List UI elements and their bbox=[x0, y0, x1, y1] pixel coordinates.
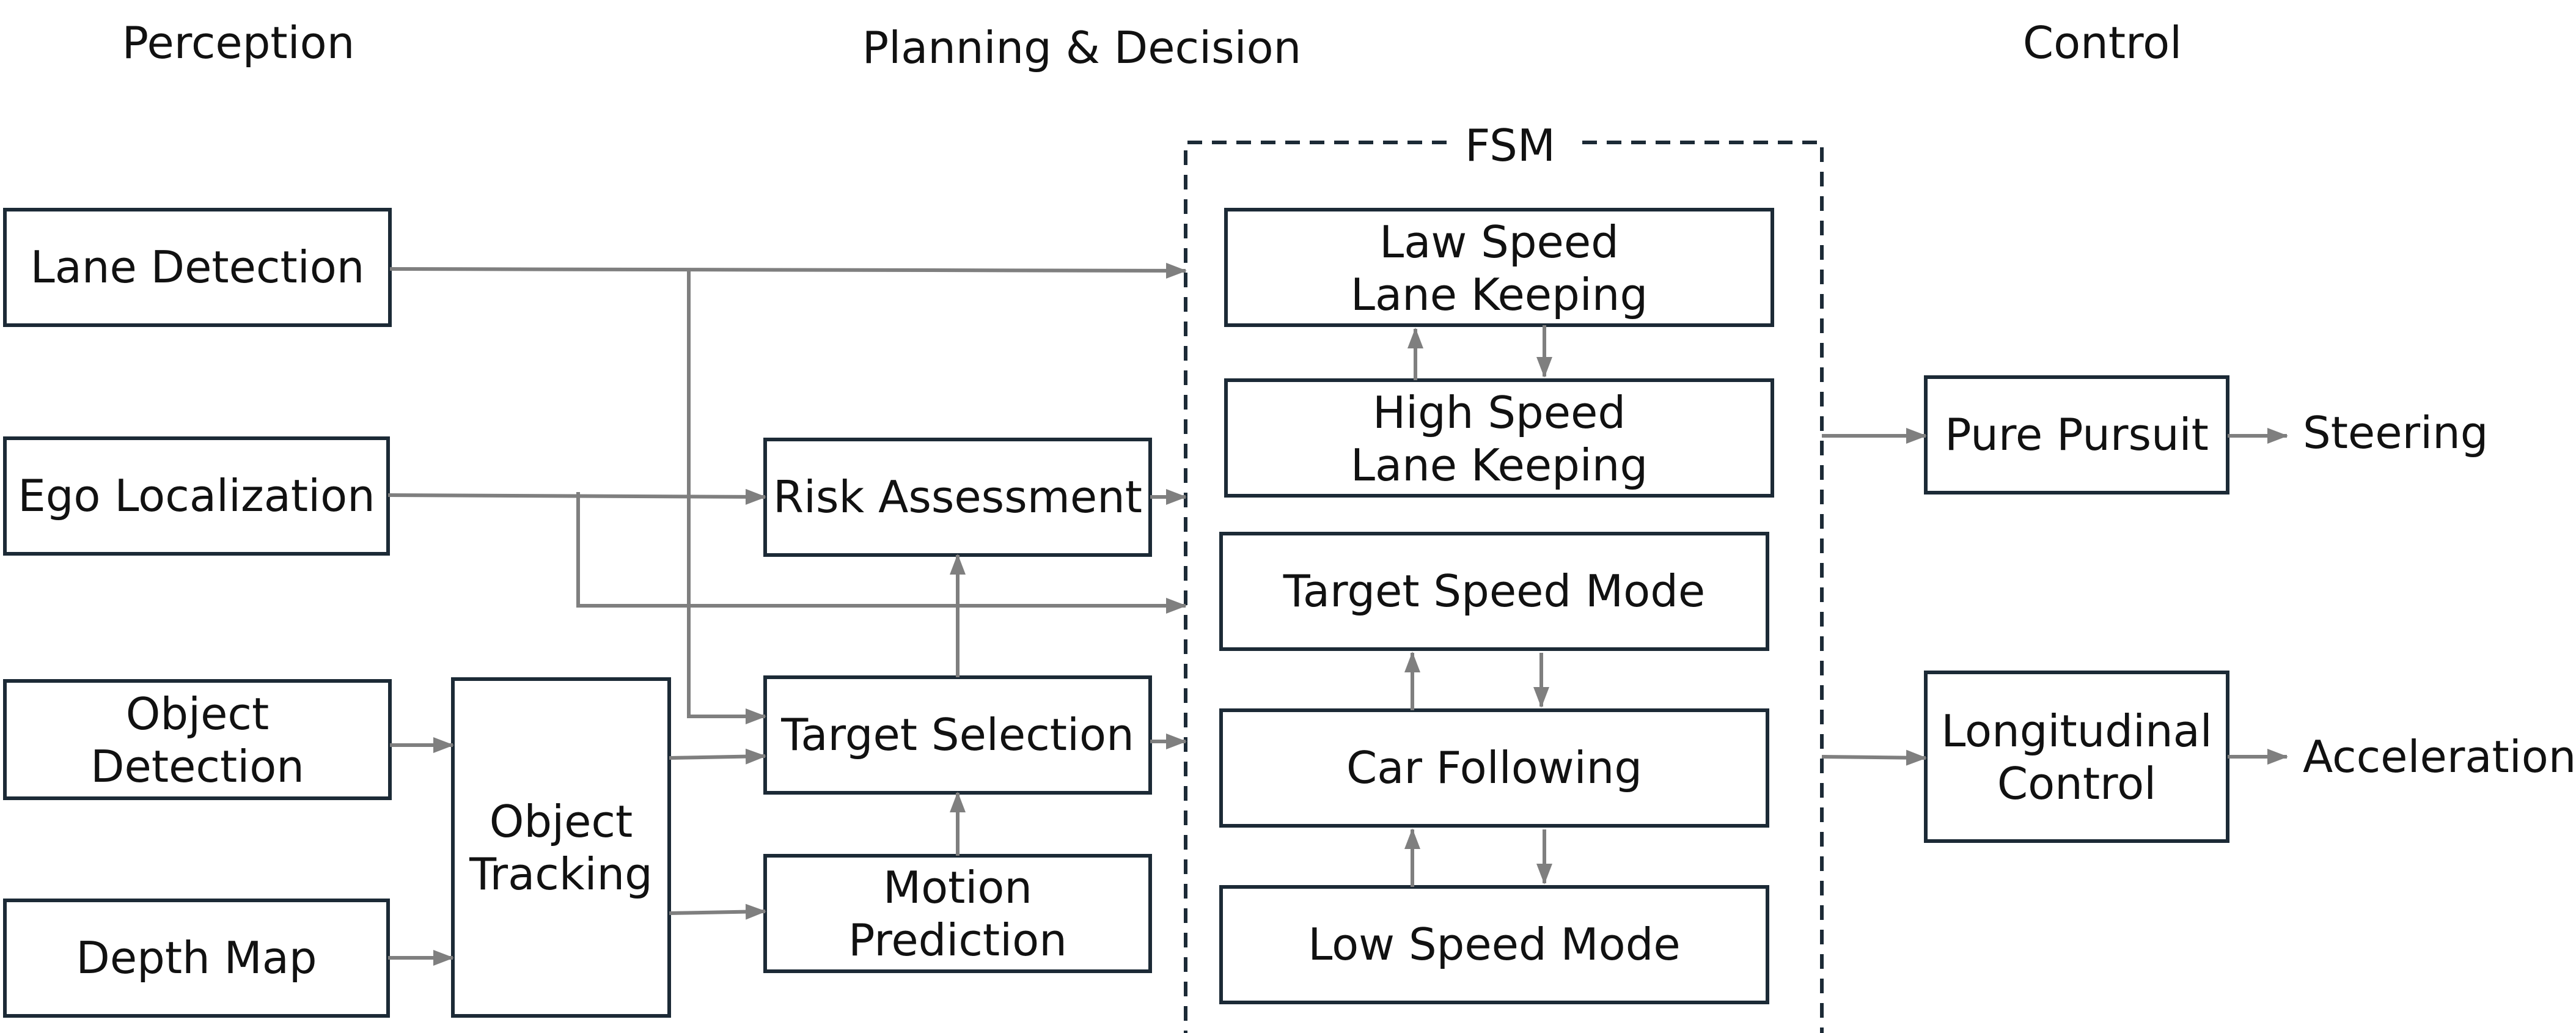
law-speed-lane-keeping-box bbox=[1224, 208, 1774, 327]
pure-pursuit-box bbox=[1924, 375, 2229, 494]
acceleration-output: Acceleration bbox=[2303, 731, 2576, 782]
ego-localization-box bbox=[3, 436, 390, 556]
law-speed-label-1: Law Speed bbox=[1379, 216, 1619, 268]
arrow-fsm-to-longitudinal bbox=[1821, 749, 1927, 766]
longitudinal-control-label-2: Control bbox=[1997, 758, 2157, 809]
lane-detection-box bbox=[3, 208, 392, 327]
longitudinal-control-label-1: Longitudinal bbox=[1941, 705, 2212, 757]
header-perception: Perception bbox=[122, 17, 355, 68]
object-tracking-box bbox=[451, 677, 671, 1018]
object-detection-box bbox=[3, 679, 392, 800]
header-control: Control bbox=[2022, 17, 2182, 68]
pure-pursuit-label: Pure Pursuit bbox=[1945, 409, 2209, 460]
car-following-label: Car Following bbox=[1346, 742, 1643, 793]
arrow-lane-to-target-selection bbox=[687, 269, 766, 724]
high-speed-label-1: High Speed bbox=[1372, 387, 1626, 438]
high-speed-label-2: Lane Keeping bbox=[1350, 439, 1648, 491]
target-selection-label: Target Selection bbox=[781, 709, 1134, 760]
object-tracking-label-2: Tracking bbox=[469, 848, 653, 900]
depth-map-label: Depth Map bbox=[76, 932, 317, 983]
fsm-label: FSM bbox=[1465, 120, 1555, 171]
law-speed-label-2: Lane Keeping bbox=[1350, 269, 1648, 320]
arrow-lane-to-fsm bbox=[389, 262, 1187, 279]
object-tracking-label-1: Object bbox=[489, 796, 633, 847]
ego-localization-label: Ego Localization bbox=[18, 470, 375, 521]
motion-prediction-label-1: Motion bbox=[883, 862, 1033, 913]
car-following-box bbox=[1219, 708, 1769, 828]
high-speed-lane-keeping-box bbox=[1224, 378, 1774, 498]
steering-output: Steering bbox=[2303, 407, 2489, 458]
arrow-tracking-to-target bbox=[669, 748, 766, 765]
motion-prediction-label-2: Prediction bbox=[848, 914, 1067, 966]
risk-assessment-label: Risk Assessment bbox=[772, 471, 1143, 523]
arrow-ego-to-fsm bbox=[576, 492, 1187, 614]
header-planning: Planning & Decision bbox=[862, 22, 1302, 73]
low-speed-mode-label: Low Speed Mode bbox=[1308, 919, 1681, 970]
lane-detection-label: Lane Detection bbox=[30, 241, 365, 293]
object-detection-label-2: Detection bbox=[90, 741, 304, 792]
low-speed-mode-box bbox=[1219, 885, 1769, 1004]
object-detection-label-1: Object bbox=[125, 688, 270, 740]
target-speed-mode-box bbox=[1219, 532, 1769, 651]
arrow-tracking-to-motion bbox=[669, 903, 766, 920]
fsm-container bbox=[1184, 141, 1824, 1033]
target-speed-mode-label: Target Speed Mode bbox=[1283, 565, 1706, 617]
